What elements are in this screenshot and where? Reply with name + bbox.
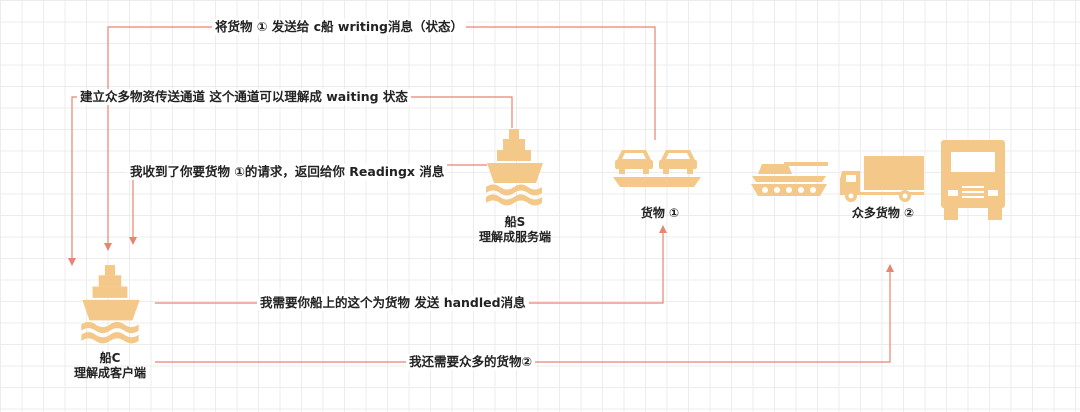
ship-icon (486, 129, 543, 206)
ship-s-role: 理解成服务端 (478, 230, 551, 244)
ship-c-caption: 船C 理解成客户端 (53, 351, 167, 381)
truck-icon (840, 156, 924, 202)
cargo-1-label: 货物 ① (640, 206, 680, 220)
ship-c-name: 船C (99, 351, 121, 365)
arrow-waiting (68, 96, 513, 266)
ship-icon (81, 265, 140, 344)
ship-c-role: 理解成客户端 (73, 366, 146, 380)
label-reply-reading: 我收到了你要货物 ①的请求，返回给你 Readingx 消息 (127, 164, 448, 180)
label-need-more: 我还需要众多的货物② (406, 354, 536, 370)
label-send-writing: 将货物 ① 发送给 c船 writing消息（状态） (212, 19, 467, 35)
lorry-front-icon (941, 140, 1005, 220)
cargo-many-label: 众多货物 ② (851, 206, 915, 220)
label-build-channel: 建立众多物资传送通道 这个通道可以理解成 waiting 状态 (77, 89, 411, 105)
label-request-handled: 我需要你船上的这个为货物 发送 handled消息 (257, 295, 529, 311)
arrow-need-more (155, 264, 894, 363)
arrow-writing (104, 26, 656, 251)
ship-s-name: 船S (504, 215, 526, 229)
arrow-handled (155, 225, 667, 304)
tank-icon (751, 162, 828, 196)
cars-on-barge-icon (613, 150, 701, 187)
ship-s-caption: 船S 理解成服务端 (458, 215, 572, 245)
